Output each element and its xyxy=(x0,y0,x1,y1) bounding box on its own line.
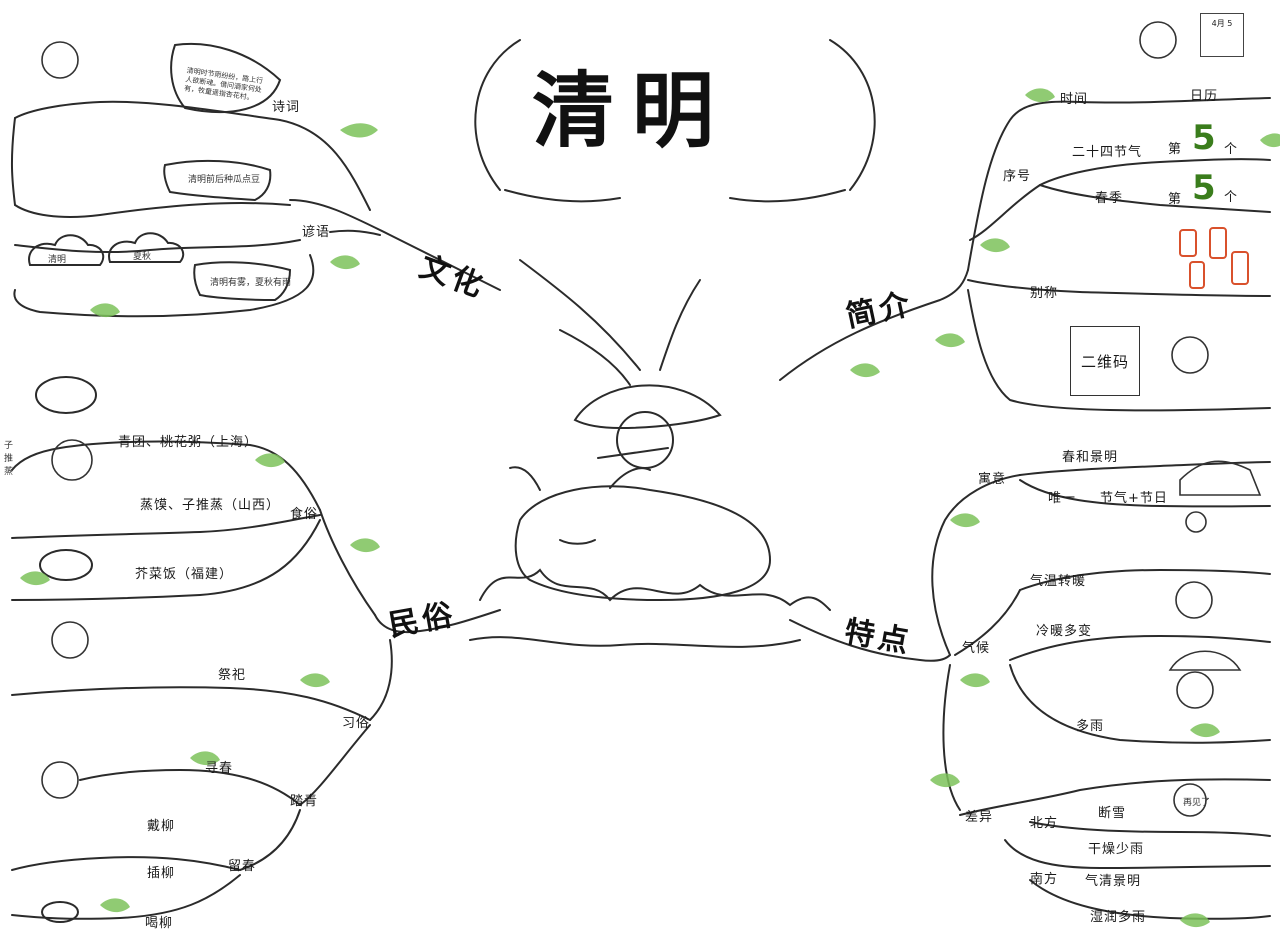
qr-code: 二维码 xyxy=(1070,326,1140,396)
customs-seek-spring: 寻春 xyxy=(205,761,234,776)
proverb-scroll-2 xyxy=(193,261,292,302)
intro-time: 时间 xyxy=(1060,92,1089,107)
bowl-icon-2 xyxy=(39,549,93,581)
customs-keep-spring: 留春 xyxy=(228,859,257,874)
features-climate-3: 多雨 xyxy=(1076,719,1105,734)
hat-icon xyxy=(573,384,722,430)
umbrella-icon xyxy=(1168,650,1242,671)
cloud-label-1: 清明 xyxy=(48,255,67,265)
landscape-icon xyxy=(1179,460,1262,496)
cat-icon-9 xyxy=(41,761,79,799)
features-unique: 唯一 xyxy=(1048,491,1077,506)
sun-icon xyxy=(1185,511,1207,533)
proverb-scroll-2-text: 清明有雾，夏秋有雨 xyxy=(210,278,292,288)
intro-nth-prefix-2: 第 xyxy=(1168,192,1183,207)
intro-calendar: 日历 xyxy=(1190,89,1219,104)
customs-food-1: 青团、桃花粥（上海） xyxy=(118,435,259,450)
intro-nth-suffix-1: 个 xyxy=(1224,142,1239,157)
customs-drink-willow: 喝柳 xyxy=(145,916,174,931)
cat-icon-2 xyxy=(1139,21,1177,59)
culture-branch xyxy=(289,199,501,291)
cat-icon-3 xyxy=(1171,336,1209,374)
features-north-1: 断雪 xyxy=(1098,806,1127,821)
culture-proverb: 谚语 xyxy=(302,225,331,240)
leaf-icon xyxy=(340,123,378,138)
features-meaning: 寓意 xyxy=(978,472,1007,487)
customs-food: 食俗 xyxy=(290,507,319,522)
calendar-icon: 4月 5 xyxy=(1200,13,1244,57)
proverb-scroll-1-text: 清明前后种瓜点豆 xyxy=(188,175,261,185)
features-south-1: 气清景明 xyxy=(1085,874,1142,889)
features-climate-2: 冷暖多变 xyxy=(1036,624,1093,639)
features-south-2: 湿润多雨 xyxy=(1090,910,1147,925)
features-north: 北方 xyxy=(1030,816,1059,831)
customs-sacrifice: 祭祀 xyxy=(218,668,247,683)
features-climate-1: 气温转暖 xyxy=(1030,574,1087,589)
laurel-right xyxy=(829,39,876,191)
cloud-label-2: 夏秋 xyxy=(133,252,152,262)
laurel-left xyxy=(474,39,521,191)
cat-icon-6 xyxy=(1175,581,1213,619)
intro-branch xyxy=(779,269,969,381)
features-unique-2: 节气+节日 xyxy=(1100,491,1168,506)
customs-plant-willow: 插柳 xyxy=(147,866,176,881)
intro-alias: 别称 xyxy=(1030,286,1059,301)
cloud-icon-2 xyxy=(108,232,185,263)
features-climate: 气候 xyxy=(962,641,991,656)
speech-bubble: 再见了 xyxy=(1183,798,1211,808)
customs-outing: 踏青 xyxy=(290,794,319,809)
cat-icon-1 xyxy=(41,41,79,79)
cat-icon-7 xyxy=(1176,671,1214,709)
lantern-icon-1 xyxy=(1179,229,1197,257)
proverb-scroll-1 xyxy=(163,159,272,202)
culture-poetry: 诗词 xyxy=(272,100,301,115)
teacup-icon xyxy=(41,901,79,923)
customs-food-2: 蒸馍、子推蒸（山西） xyxy=(140,498,281,513)
features-meaning-1: 春和景明 xyxy=(1062,450,1119,465)
bowl-icon-1 xyxy=(35,376,97,414)
intro-nth-value-1: 5 xyxy=(1192,118,1216,158)
lantern-icon-2 xyxy=(1209,227,1227,259)
poem-scroll xyxy=(170,42,282,114)
features-branch xyxy=(789,619,951,662)
intro-order: 序号 xyxy=(1003,169,1032,184)
customs-habit: 习俗 xyxy=(342,716,371,731)
customs-wear-willow: 戴柳 xyxy=(147,819,176,834)
lantern-icon-3 xyxy=(1231,251,1249,285)
cat-icon-5 xyxy=(51,621,89,659)
intro-nth-prefix-1: 第 xyxy=(1168,142,1183,157)
cloud-icon-1 xyxy=(28,234,105,266)
cat-icon-4 xyxy=(51,439,93,481)
features-north-2: 干燥少雨 xyxy=(1088,842,1145,857)
customs-food-3: 芥菜饭（福建） xyxy=(135,567,234,582)
features-difference: 差异 xyxy=(965,810,994,825)
intro-spring: 春季 xyxy=(1095,191,1124,206)
intro-solar-terms: 二十四节气 xyxy=(1072,145,1143,160)
cat-icon-8 xyxy=(1173,783,1207,817)
lantern-icon-4 xyxy=(1189,261,1205,289)
customs-branch xyxy=(374,609,501,634)
buffalo-icon xyxy=(514,485,772,602)
intro-nth-value-2: 5 xyxy=(1192,168,1216,208)
features-south: 南方 xyxy=(1030,872,1059,887)
customs-food-note: 子推蒸 xyxy=(4,441,14,477)
intro-nth-suffix-2: 个 xyxy=(1224,190,1239,205)
page-title: 清明 xyxy=(532,63,733,159)
